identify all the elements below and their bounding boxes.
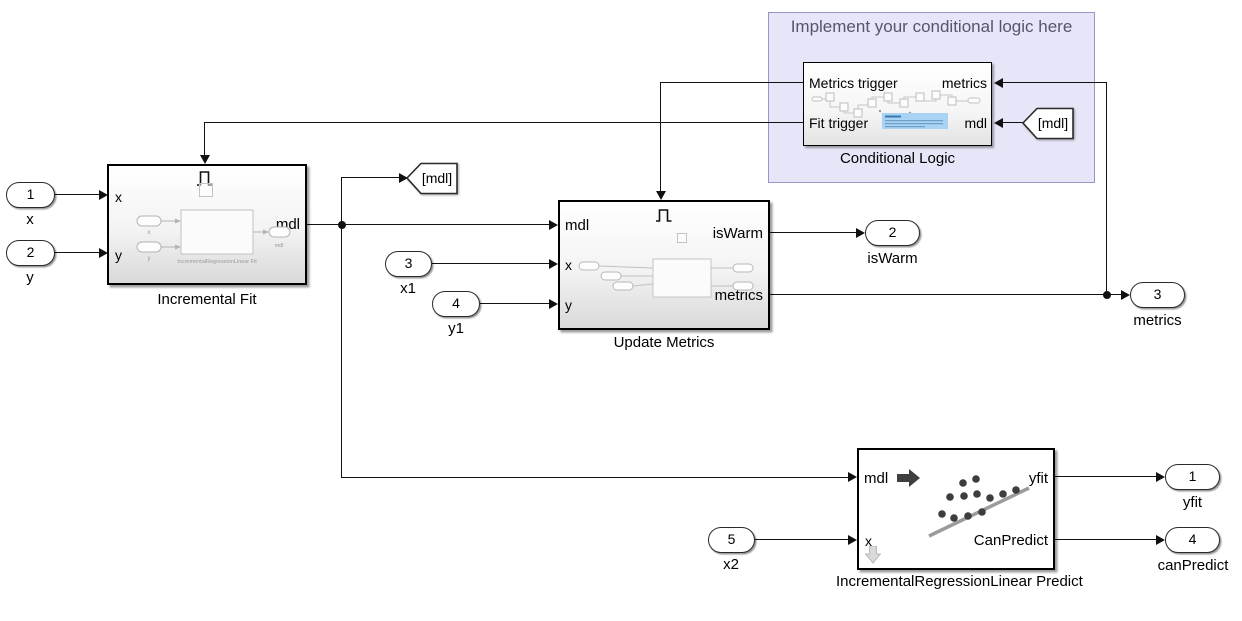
wire-canpredict-to-out4[interactable]: [1055, 539, 1156, 541]
arrowhead: [549, 259, 558, 269]
inport-4-label: y1: [448, 320, 464, 337]
inport-2-label: y: [26, 269, 34, 286]
arrowhead: [99, 190, 108, 200]
scatter-plot-icon: [921, 470, 1039, 554]
wire-metrics-to-out3[interactable]: [770, 294, 1121, 296]
arrowhead: [99, 248, 108, 258]
thumb-core-label: IncrementalRegressionLinear Fit: [177, 259, 257, 265]
arrowhead: [549, 220, 558, 230]
port-label-mdl: mdl: [864, 470, 889, 487]
port-label-metrics: metrics: [941, 75, 987, 91]
port-label-y: y: [565, 297, 572, 313]
wire-yfit-to-out1[interactable]: [1055, 476, 1156, 478]
inport-2[interactable]: 2: [6, 240, 55, 266]
port-label-mdl: mdl: [565, 217, 590, 234]
outport-yfit[interactable]: 1: [1165, 464, 1220, 490]
thumb-in-x: x: [148, 230, 151, 236]
outport-iswarm[interactable]: 2: [865, 220, 920, 246]
wire-in1-to-fit[interactable]: [55, 194, 99, 196]
subsystem-square: [677, 233, 687, 243]
port-label-mdl: mdl: [964, 115, 987, 131]
wire-fit-trigger-vertical[interactable]: [204, 122, 206, 156]
annotation-area-title: Implement your conditional logic here: [790, 17, 1073, 36]
port-label-fit-trigger: Fit trigger: [809, 115, 869, 131]
port-label-y: y: [115, 247, 122, 263]
arrowhead: [994, 118, 1003, 128]
port-label-metrics: metrics: [714, 287, 763, 304]
inport-4[interactable]: 4: [432, 291, 480, 317]
goto-mdl-tag[interactable]: [mdl]: [406, 162, 459, 195]
wire-metrics-trigger[interactable]: [661, 82, 803, 84]
predict-label: IncrementalRegressionLinear Predict: [836, 573, 1083, 590]
arrowhead: [1156, 472, 1165, 482]
incremental-fit-block[interactable]: x y mdl x y mdl IncrementalRegressio: [107, 164, 307, 285]
predict-block[interactable]: mdl x yfit CanPredict: [857, 448, 1055, 570]
inport-1-label: x: [26, 211, 34, 228]
fit-subsystem-thumbnail: x y mdl IncrementalRegressionLinear Fit: [131, 202, 291, 270]
update-metrics-thumbnail: [575, 254, 760, 302]
inport-3-label: x1: [400, 280, 416, 297]
thumb-out-mdl: mdl: [275, 243, 284, 249]
inport-1[interactable]: 1: [6, 182, 55, 208]
wire-junction-dot: [1103, 291, 1111, 299]
trigger-pulse-icon: [654, 208, 674, 223]
wire-metrics-feedback-vertical[interactable]: [1106, 83, 1108, 295]
conditional-logic-block[interactable]: Metrics trigger Fit trigger metrics mdl: [803, 62, 992, 146]
port-label-yfit: yfit: [1028, 470, 1048, 487]
arrowhead: [1121, 290, 1130, 300]
wire-in5-to-predict[interactable]: [755, 539, 848, 541]
from-mdl-tag[interactable]: [mdl]: [1022, 107, 1075, 140]
conditional-logic-thumbnail: [810, 87, 987, 131]
arrowhead: [848, 472, 857, 482]
wire-in4-to-update-metrics[interactable]: [480, 303, 549, 305]
wire-mdl-branch-up[interactable]: [341, 177, 343, 225]
wire-mdl-branch-down[interactable]: [341, 225, 343, 478]
thumb-in-y: y: [148, 256, 151, 262]
wire-metrics-feedback-horizontal[interactable]: [1002, 82, 1107, 84]
arrowhead: [848, 535, 857, 545]
outport-canpredict-label: canPredict: [1157, 557, 1229, 574]
arrowhead: [399, 173, 408, 183]
goto-mdl-text: [mdl]: [422, 170, 452, 186]
wire-iswarm-to-out2[interactable]: [770, 232, 856, 234]
from-mdl-text: [mdl]: [1038, 115, 1068, 131]
arrowhead: [549, 299, 558, 309]
incremental-fit-label: Incremental Fit: [157, 291, 257, 308]
outport-metrics-label: metrics: [1133, 312, 1182, 329]
inport-3[interactable]: 3: [385, 251, 432, 277]
outport-iswarm-label: isWarm: [867, 250, 918, 267]
wire-in3-to-update-metrics[interactable]: [432, 263, 549, 265]
port-label-metrics-trigger: Metrics trigger: [809, 75, 898, 91]
outport-metrics[interactable]: 3: [1130, 282, 1185, 308]
arrowhead: [994, 78, 1003, 88]
wire-in2-to-fit[interactable]: [55, 252, 99, 254]
update-metrics-label: Update Metrics: [613, 334, 715, 351]
trigger-subsystem-square: [199, 183, 213, 197]
arrowhead: [200, 155, 210, 164]
outport-yfit-label: yfit: [1182, 494, 1203, 511]
update-metrics-block[interactable]: mdl x y isWarm metrics: [558, 200, 770, 330]
outport-canpredict[interactable]: 4: [1165, 527, 1220, 553]
x-down-arrow-icon: [865, 546, 881, 564]
arrowhead: [656, 191, 666, 200]
wire-from-tag-to-mdl[interactable]: [1002, 122, 1024, 124]
inport-5-label: x2: [723, 556, 739, 573]
conditional-logic-label: Conditional Logic: [839, 150, 956, 167]
wire-metrics-trigger-vertical[interactable]: [660, 82, 662, 192]
inport-5[interactable]: 5: [708, 527, 755, 553]
wire-mdl-to-goto[interactable]: [341, 177, 399, 179]
arrowhead: [1156, 535, 1165, 545]
wire-mdl-to-predict[interactable]: [341, 476, 848, 478]
mdl-arrow-icon: [897, 469, 921, 487]
wire-mdl-to-update-metrics[interactable]: [307, 224, 549, 226]
arrowhead: [856, 228, 865, 238]
wire-fit-trigger[interactable]: [205, 122, 803, 124]
port-label-x: x: [565, 257, 572, 273]
port-label-x: x: [115, 189, 122, 205]
port-label-canpredict: CanPredict: [973, 532, 1048, 549]
port-label-x: x: [865, 533, 872, 549]
port-label-iswarm: isWarm: [712, 225, 763, 242]
